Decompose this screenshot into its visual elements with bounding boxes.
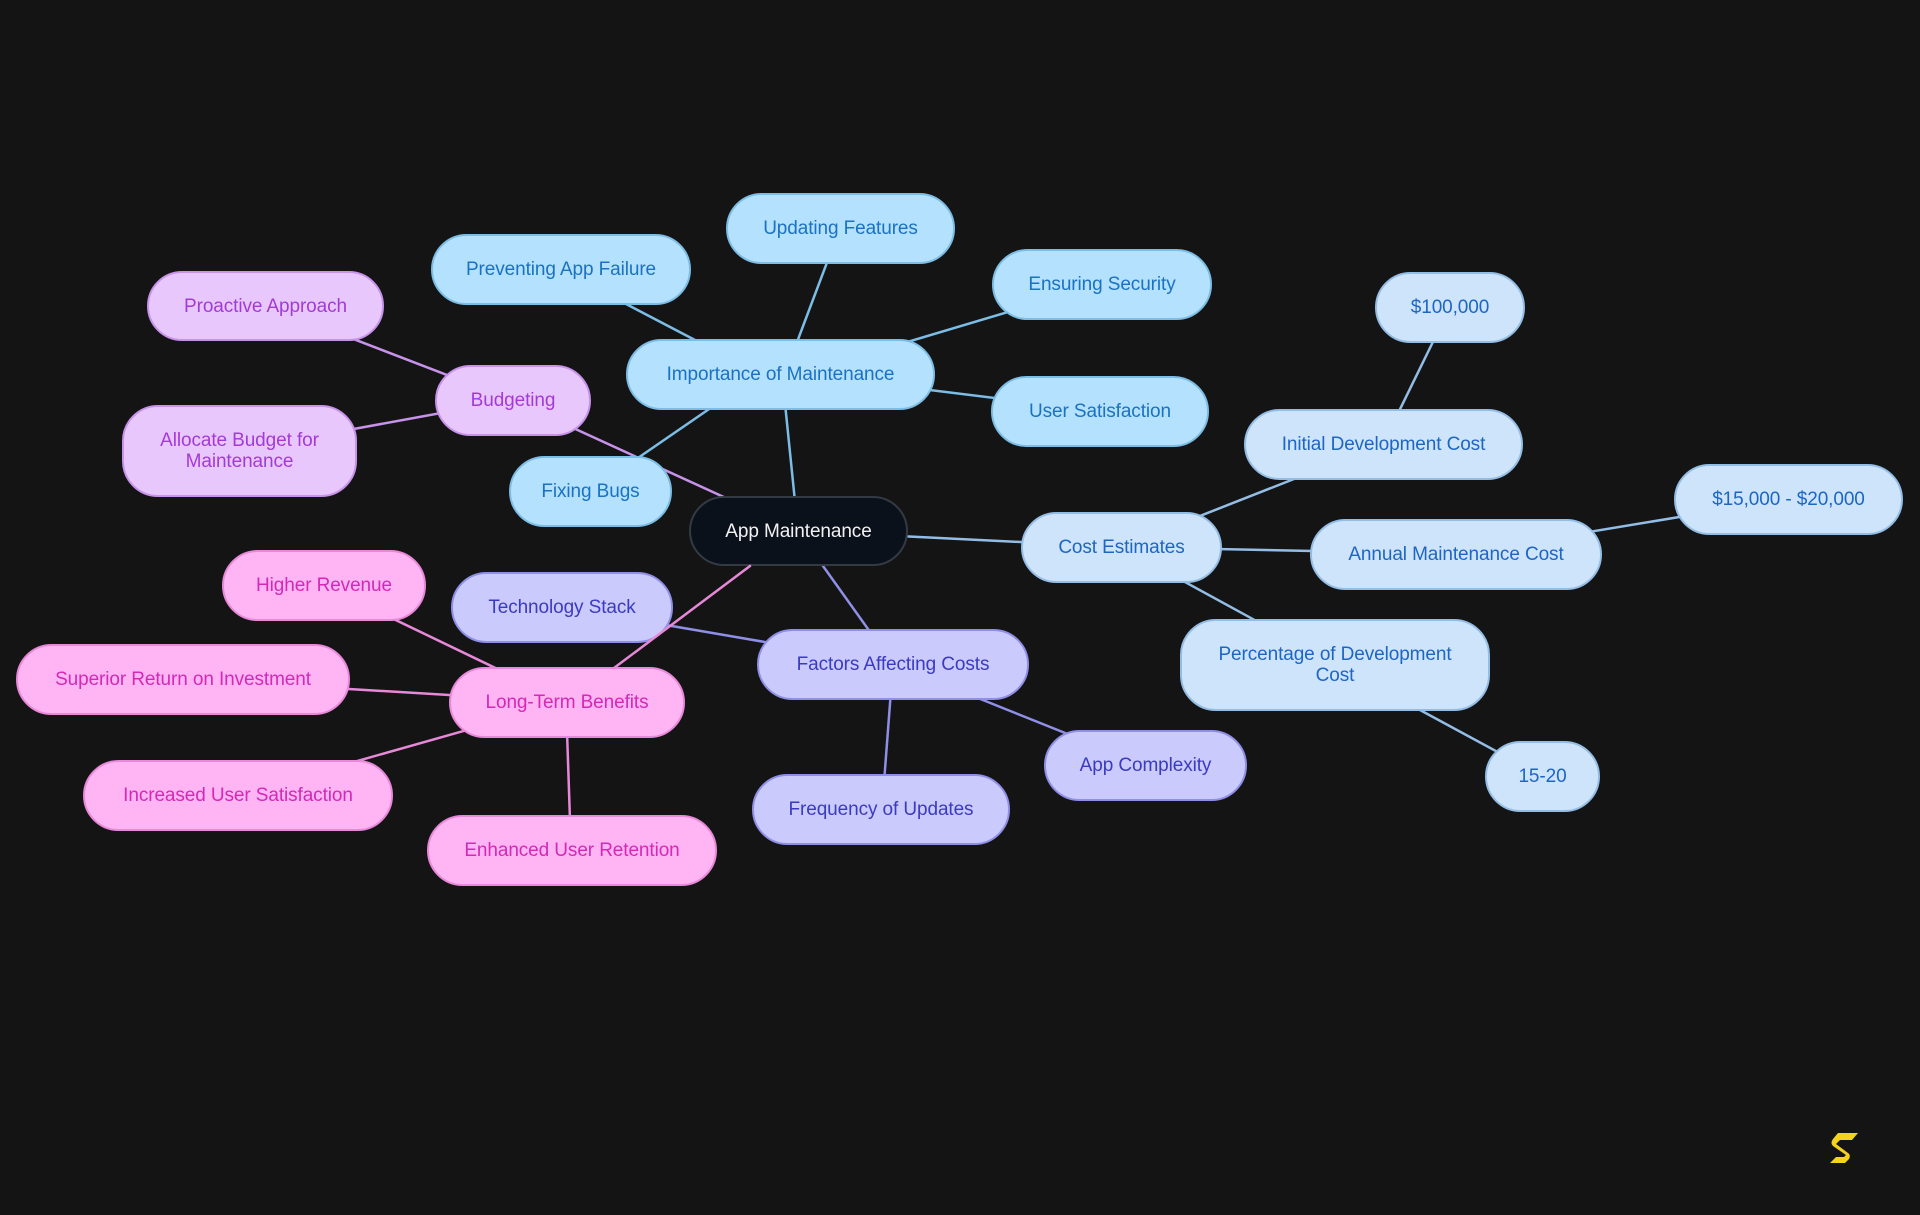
node-label: Increased User Satisfaction xyxy=(123,785,353,806)
node-allocate-budget[interactable]: Allocate Budget for Maintenance xyxy=(122,405,357,497)
root-node-app-maintenance[interactable]: App Maintenance xyxy=(689,496,908,566)
node-label: Importance of Maintenance xyxy=(666,364,895,385)
node-annual-maintenance-cost[interactable]: Annual Maintenance Cost xyxy=(1310,519,1602,590)
node-label: Frequency of Updates xyxy=(788,799,974,820)
node-label: Allocate Budget for Maintenance xyxy=(160,430,319,472)
node-user-satisfaction[interactable]: User Satisfaction xyxy=(991,376,1209,447)
node-label: App Complexity xyxy=(1079,755,1212,776)
node-label: $15,000 - $20,000 xyxy=(1712,489,1865,510)
node-annual-maintenance-value[interactable]: $15,000 - $20,000 xyxy=(1674,464,1903,535)
node-enhanced-user-retention[interactable]: Enhanced User Retention xyxy=(427,815,717,886)
node-updating-features[interactable]: Updating Features xyxy=(726,193,955,264)
node-label: Factors Affecting Costs xyxy=(796,654,990,675)
node-higher-revenue[interactable]: Higher Revenue xyxy=(222,550,426,621)
node-label: Percentage of Development Cost xyxy=(1218,644,1452,686)
node-superior-roi[interactable]: Superior Return on Investment xyxy=(16,644,350,715)
node-initial-development-cost[interactable]: Initial Development Cost xyxy=(1244,409,1523,480)
node-cost-estimates[interactable]: Cost Estimates xyxy=(1021,512,1222,583)
node-increased-user-satisfaction[interactable]: Increased User Satisfaction xyxy=(83,760,393,831)
node-preventing-app-failure[interactable]: Preventing App Failure xyxy=(431,234,691,305)
node-label: Ensuring Security xyxy=(1028,274,1176,295)
node-fixing-bugs[interactable]: Fixing Bugs xyxy=(509,456,672,527)
node-percentage-of-development-cost[interactable]: Percentage of Development Cost xyxy=(1180,619,1490,711)
node-long-term-benefits[interactable]: Long-Term Benefits xyxy=(449,667,685,738)
node-label: App Maintenance xyxy=(725,520,872,542)
node-label: User Satisfaction xyxy=(1029,401,1171,422)
node-label: Cost Estimates xyxy=(1058,537,1185,558)
node-label: Enhanced User Retention xyxy=(464,840,680,861)
node-importance-of-maintenance[interactable]: Importance of Maintenance xyxy=(626,339,935,410)
node-initial-dev-value[interactable]: $100,000 xyxy=(1375,272,1525,343)
node-label: Preventing App Failure xyxy=(465,259,657,280)
node-percentage-value[interactable]: 15-20 xyxy=(1485,741,1600,812)
node-proactive-approach[interactable]: Proactive Approach xyxy=(147,271,384,341)
node-budgeting[interactable]: Budgeting xyxy=(435,365,591,436)
node-label: Budgeting xyxy=(470,390,556,411)
node-factors-affecting-costs[interactable]: Factors Affecting Costs xyxy=(757,629,1029,700)
node-label: Long-Term Benefits xyxy=(485,692,649,713)
node-app-complexity[interactable]: App Complexity xyxy=(1044,730,1247,801)
node-label: Updating Features xyxy=(763,218,918,239)
node-frequency-of-updates[interactable]: Frequency of Updates xyxy=(752,774,1010,845)
node-label: Proactive Approach xyxy=(184,295,347,317)
node-label: Fixing Bugs xyxy=(541,481,640,502)
node-label: Superior Return on Investment xyxy=(55,669,311,690)
node-label: 15-20 xyxy=(1518,766,1567,787)
node-technology-stack[interactable]: Technology Stack xyxy=(451,572,673,643)
node-label: Technology Stack xyxy=(488,597,636,618)
node-label: $100,000 xyxy=(1410,297,1490,318)
node-ensuring-security[interactable]: Ensuring Security xyxy=(992,249,1212,320)
node-label: Initial Development Cost xyxy=(1281,434,1486,455)
node-label: Annual Maintenance Cost xyxy=(1348,544,1564,565)
node-label: Higher Revenue xyxy=(256,575,392,596)
s-logo-icon xyxy=(1830,1133,1858,1163)
